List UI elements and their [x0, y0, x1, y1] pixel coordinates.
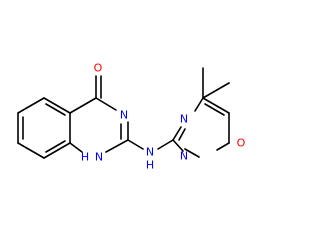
atom-labels: O N H N N H N N O: [81, 62, 246, 172]
bond: [69, 142, 83, 153]
bonds: [17, 67, 230, 159]
oxygen-label-methoxy: O: [237, 137, 246, 150]
bond: [216, 142, 230, 151]
right-ring-system: [202, 82, 230, 99]
bond: [127, 139, 144, 150]
bond: [157, 139, 174, 150]
bond: [194, 97, 204, 112]
bond: [178, 128, 186, 141]
nitrogen-label-pyrimidine-bottom: N: [180, 150, 188, 163]
bond: [45, 140, 66, 153]
bond: [184, 148, 200, 158]
bond: [172, 126, 182, 141]
nitrogen-label-pyrimidine-top: N: [180, 113, 188, 126]
nitrogen-label-ring-nh: N: [95, 151, 103, 164]
nitrogen-label-linker: N: [146, 146, 154, 159]
chemical-structure-diagram: O N H N N H N N O: [17, 62, 246, 172]
bond: [95, 97, 117, 111]
bond: [43, 97, 71, 114]
oxygen-label-carbonyl: O: [94, 62, 103, 75]
nitrogen-label-ring: N: [120, 109, 128, 122]
hydrogen-label-ring-nh: H: [81, 151, 89, 164]
bond: [172, 139, 184, 152]
bond: [105, 139, 129, 153]
bond: [202, 82, 230, 99]
bond: [45, 103, 66, 116]
bond: [69, 97, 97, 114]
hydrogen-label-linker: H: [146, 159, 154, 172]
bond: [202, 97, 230, 114]
bond: [17, 97, 45, 114]
bond: [43, 142, 71, 159]
bond: [204, 103, 225, 116]
bond: [17, 142, 45, 159]
